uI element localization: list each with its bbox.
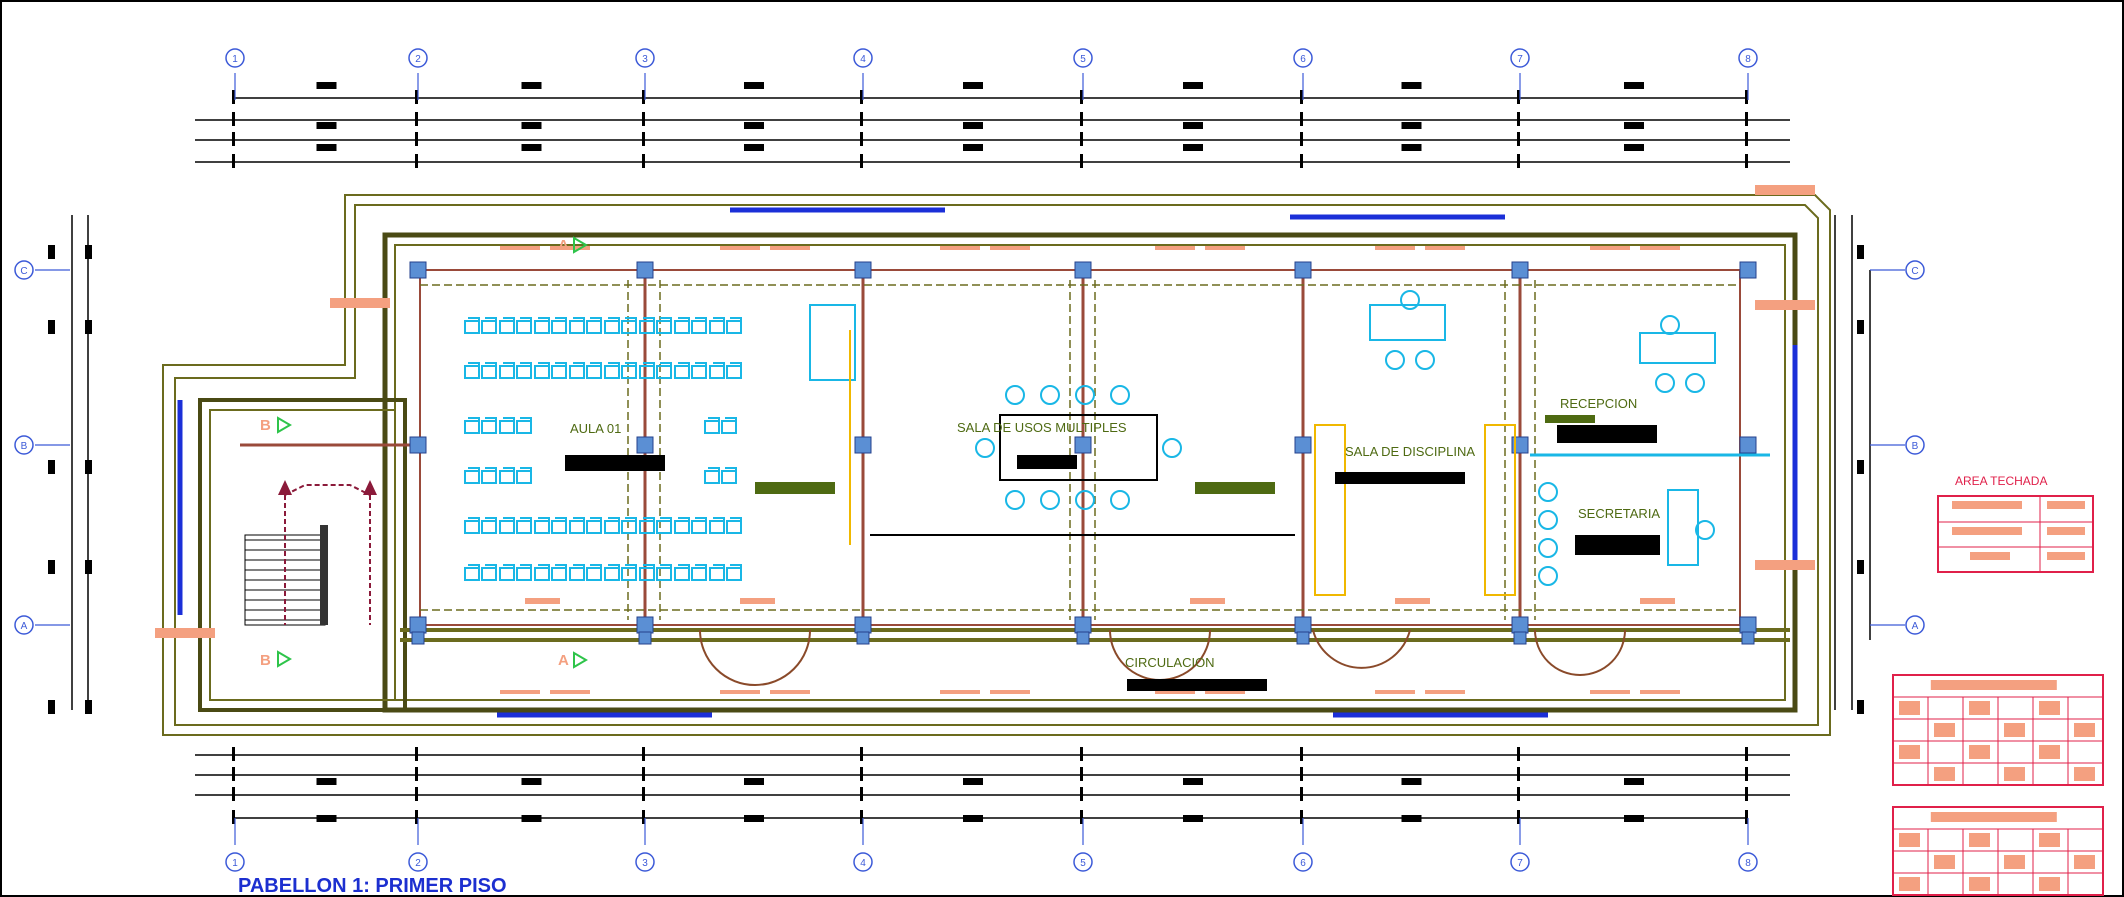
dimension-lines	[71, 97, 1871, 819]
grid-bubble-4: 4	[853, 48, 873, 68]
grid-axis-lines	[35, 73, 1905, 845]
svg-text:6: 6	[1300, 858, 1306, 869]
corridor-outline	[400, 628, 1790, 642]
grid-bubble-4: 4	[853, 852, 873, 872]
svg-text:B: B	[21, 441, 28, 452]
room-labels: AULA 01 SALA DE USOS MULTIPLES SALA DE D…	[570, 396, 1660, 670]
grid-bubble-8: 8	[1738, 48, 1758, 68]
svg-text:1: 1	[232, 54, 238, 65]
grid-bubble-6: 6	[1293, 852, 1313, 872]
svg-text:6: 6	[1300, 54, 1306, 65]
svg-text:4: 4	[860, 858, 866, 869]
windows	[177, 207, 1798, 718]
staircase	[244, 525, 328, 626]
svg-text:3: 3	[642, 54, 648, 65]
stair-arrow-heads	[278, 480, 377, 495]
door-swings	[699, 629, 1626, 686]
side-bubble-2: B	[1905, 435, 1925, 455]
label-sala-disciplina: SALA DE DISCIPLINA	[1345, 444, 1475, 459]
svg-text:A: A	[21, 621, 28, 632]
svg-text:B: B	[1912, 441, 1919, 452]
grid-bubble-3: 3	[635, 852, 655, 872]
side-bubble-1: C	[1905, 260, 1925, 280]
side-bubble-2: B	[14, 435, 34, 455]
svg-text:2: 2	[415, 858, 421, 869]
grid-bubble-2: 2	[408, 852, 428, 872]
classroom-chairs	[464, 317, 742, 581]
section-a-bottom: A	[558, 652, 569, 669]
side-bubble-3: A	[1905, 615, 1925, 635]
svg-text:C: C	[1911, 266, 1918, 277]
label-recepcion: RECEPCION	[1560, 396, 1637, 411]
section-b-bottom: B	[260, 652, 271, 669]
side-bubble-3: A	[14, 615, 34, 635]
site-outline	[162, 194, 1831, 736]
label-secretaria: SECRETARIA	[1578, 506, 1660, 521]
grid-bubble-1: 1	[225, 852, 245, 872]
hatch-marks	[155, 185, 1815, 694]
svg-text:8: 8	[1745, 54, 1751, 65]
svg-text:7: 7	[1517, 858, 1523, 869]
svg-text:5: 5	[1080, 858, 1086, 869]
grid-bubble-3: 3	[635, 48, 655, 68]
section-marks: A A B B	[260, 237, 569, 669]
meeting-table	[999, 414, 1158, 481]
area-legend: AREA TECHADA	[1937, 474, 2094, 573]
cabinets	[849, 330, 1516, 596]
interior-walls	[240, 270, 1522, 625]
section-arrows	[277, 236, 588, 669]
section-a-top: A	[558, 237, 569, 254]
drawing-title: PABELLON 1: PRIMER PISO	[238, 875, 507, 897]
label-circulacion: CIRCULACION	[1125, 655, 1215, 670]
svg-text:1: 1	[232, 858, 238, 869]
dimension-ticks	[48, 82, 1864, 824]
stair-arrows	[284, 484, 371, 625]
grid-bubble-8: 8	[1738, 852, 1758, 872]
svg-text:8: 8	[1745, 858, 1751, 869]
grid-bubble-2: 2	[408, 48, 428, 68]
svg-text:A: A	[1912, 621, 1919, 632]
svg-text:5: 5	[1080, 54, 1086, 65]
label-sala-usos: SALA DE USOS MULTIPLES	[957, 420, 1127, 435]
furniture-tables	[809, 304, 1716, 566]
area-legend-title: AREA TECHADA	[1955, 474, 2047, 488]
grid-bubble-6: 6	[1293, 48, 1313, 68]
grid-bubble-5: 5	[1073, 852, 1093, 872]
furniture-stools	[975, 290, 1715, 586]
side-bubble-1: C	[14, 260, 34, 280]
label-bars	[565, 425, 1660, 691]
svg-text:C: C	[20, 266, 27, 277]
section-b-top: B	[260, 417, 271, 434]
grid-bubble-5: 5	[1073, 48, 1093, 68]
green-label-bars	[755, 415, 1595, 494]
svg-text:3: 3	[642, 858, 648, 869]
label-aula: AULA 01	[570, 421, 621, 436]
grid-bubble-7: 7	[1510, 48, 1530, 68]
schedule-tables	[1892, 674, 2104, 896]
grid-bubble-1: 1	[225, 48, 245, 68]
svg-text:2: 2	[415, 54, 421, 65]
dashed-beams	[420, 280, 1740, 620]
svg-text:4: 4	[860, 54, 866, 65]
grid-bubble-7: 7	[1510, 852, 1530, 872]
svg-text:7: 7	[1517, 54, 1523, 65]
structural-columns	[409, 261, 1757, 645]
